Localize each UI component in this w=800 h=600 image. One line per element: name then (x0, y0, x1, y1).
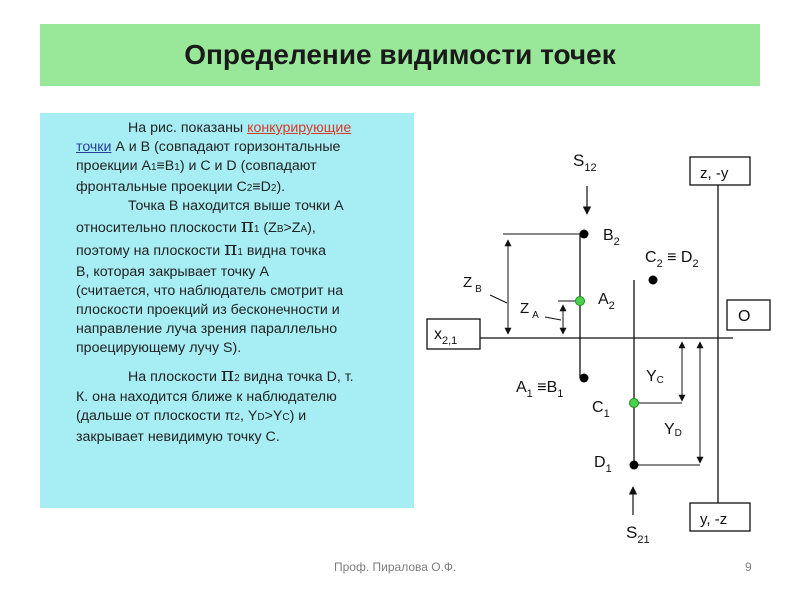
z-minus-y-label: z, -y (700, 165, 729, 182)
label-a1b1: A1 ≡B1 (516, 379, 563, 400)
x21-label: x2,1 (434, 326, 457, 347)
label-yd: YD (664, 421, 682, 439)
page-number: 9 (745, 560, 752, 574)
point-b2 (579, 229, 589, 239)
label-c2d2: C2 ≡ D2 (645, 249, 699, 270)
paragraph-2: Точка В находится выше точки А относител… (76, 198, 344, 357)
label-s21: S21 (626, 523, 650, 546)
y-minus-z-label: y, -z (700, 511, 727, 528)
point-c2d2 (648, 275, 658, 285)
point-a1b1 (579, 373, 589, 383)
origin-box (726, 299, 771, 331)
footer-author: Проф. Пиралова О.Ф. (334, 560, 457, 574)
zb-leader-line (489, 294, 508, 304)
label-s12: S12 (573, 151, 597, 174)
title-banner: Определение видимости точек (40, 24, 760, 86)
label-d1: D1 (594, 454, 612, 475)
y-minus-z-box (689, 502, 751, 532)
point-a2 (575, 296, 585, 306)
page-title: Определение видимости точек (184, 39, 616, 70)
label-yc: YC (646, 368, 664, 386)
link-points[interactable]: точки (76, 139, 112, 156)
za-leader-line (544, 316, 562, 321)
z-minus-y-box (689, 156, 751, 186)
paragraph-1: На рис. показаны конкурирующие точки А и… (76, 120, 352, 195)
point-d1 (629, 460, 639, 470)
label-b2: B2 (603, 227, 620, 248)
point-c1 (629, 398, 639, 408)
label-a2: A2 (598, 291, 615, 312)
origin-label: O (738, 308, 750, 325)
text-panel: На рис. показаны конкурирующие точки А и… (40, 113, 414, 508)
x21-box (426, 318, 481, 350)
paragraph-3: На плоскости π2 видна точка D, т. К. она… (76, 362, 354, 445)
label-c1: C1 (592, 399, 610, 420)
link-competing-points[interactable]: конкурирующие (247, 120, 352, 136)
